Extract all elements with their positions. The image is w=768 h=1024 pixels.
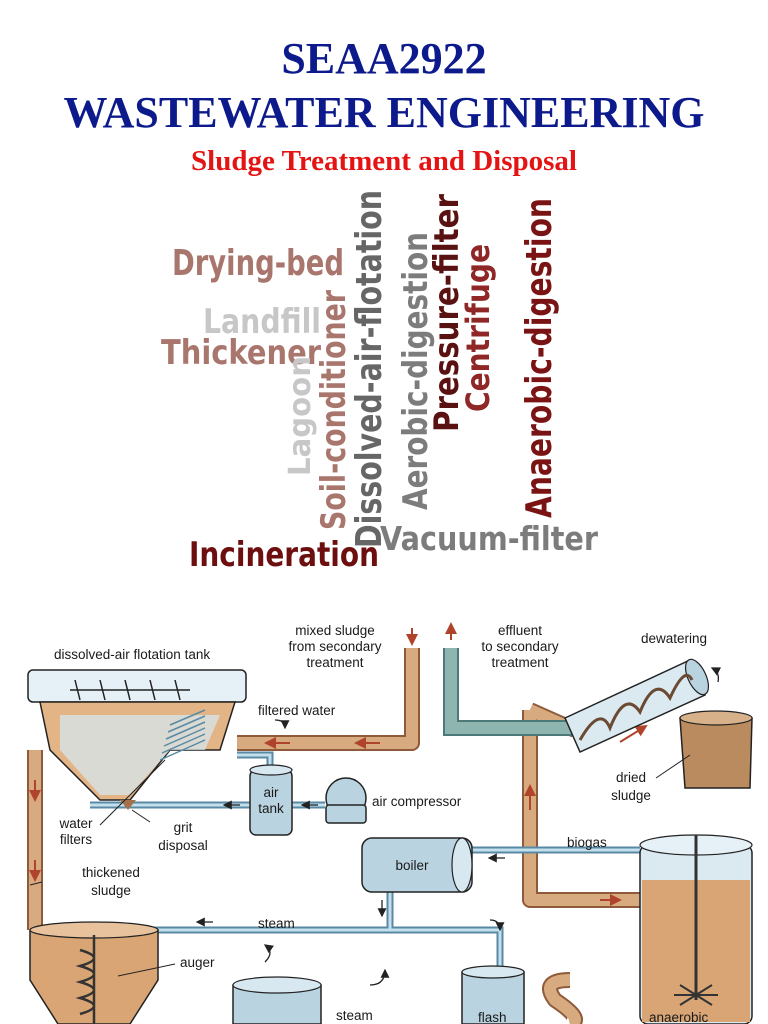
label-effluent-3: treatment (491, 655, 548, 670)
label-thickened-sludge: thickened (82, 865, 140, 880)
label-filtered-water: filtered water (258, 703, 336, 718)
label-biogas: biogas (567, 835, 607, 850)
anaerobic-digester (639, 834, 753, 1024)
label-grit-2: disposal (158, 838, 208, 853)
boiler (361, 837, 473, 893)
dissolved-air-flotation-tank (27, 669, 247, 810)
direction-arrows (195, 667, 722, 986)
label-dewatering: dewatering (641, 631, 707, 646)
course-code: SEAA2922 (281, 34, 487, 83)
label-anaerobic: anaerobic (649, 1010, 709, 1024)
word-lagoon: Lagoon (283, 356, 318, 476)
flash-tank (461, 965, 525, 1024)
word-centrifuge: Centrifuge (459, 244, 497, 412)
label-air-tank: air (263, 785, 279, 800)
label-effluent-2: to secondary (481, 639, 559, 654)
label-flash: flash (478, 1010, 507, 1024)
steam-vessel (232, 976, 322, 1024)
label-air-tank-2: tank (258, 801, 284, 816)
air-compressor (325, 777, 367, 824)
label-boiler: boiler (395, 858, 429, 873)
word-aerobic-digestion: Aerobic-digestion (396, 232, 436, 510)
dewatering-unit (564, 658, 710, 753)
word-cloud: Drying-bed Landfill Thickener Lagoon Soi… (161, 190, 599, 575)
label-auger: auger (180, 955, 215, 970)
label-daf-tank: dissolved-air flotation tank (54, 647, 210, 662)
lecture-subtitle: Sludge Treatment and Disposal (191, 145, 577, 177)
flow-arrows (29, 622, 648, 906)
dried-sludge-bin (679, 710, 753, 789)
word-thickener: Thickener (161, 333, 321, 373)
word-anaerobic-digestion: Anaerobic-digestion (519, 198, 560, 518)
label-steam: steam (258, 916, 295, 931)
leader-lines (29, 754, 691, 977)
label-grit: grit (174, 820, 193, 835)
label-dried-sludge: dried (616, 770, 646, 785)
word-vacuum-filter: Vacuum-filter (380, 519, 599, 558)
label-water-filters: water (58, 816, 93, 831)
course-title: WASTEWATER ENGINEERING (63, 88, 705, 137)
label-thickened-sludge-2: sludge (91, 883, 131, 898)
word-incineration: Incineration (189, 535, 379, 575)
word-drying-bed: Drying-bed (172, 243, 344, 284)
label-effluent: effluent (498, 623, 542, 638)
label-mixed-sludge-2: from secondary (288, 639, 381, 654)
air-tank (249, 764, 293, 836)
sludge-treatment-diagram: dissolved-air flotation tank mixed sludg… (27, 622, 753, 1024)
thickener (29, 921, 159, 1024)
word-pressure-filter: Pressure-filter (427, 194, 467, 432)
label-water-filters-2: filters (60, 832, 93, 847)
label-air-compressor: air compressor (372, 794, 462, 809)
word-soil-conditioner: Soil-conditioner (314, 290, 354, 530)
label-mixed-sludge-3: treatment (306, 655, 363, 670)
label-steam-2: steam (336, 1008, 373, 1023)
word-landfill: Landfill (203, 302, 321, 342)
word-dissolved-air-flotation: Dissolved-air-flotation (349, 190, 390, 548)
label-mixed-sludge: mixed sludge (295, 623, 375, 638)
label-dried-sludge-2: sludge (611, 788, 651, 803)
